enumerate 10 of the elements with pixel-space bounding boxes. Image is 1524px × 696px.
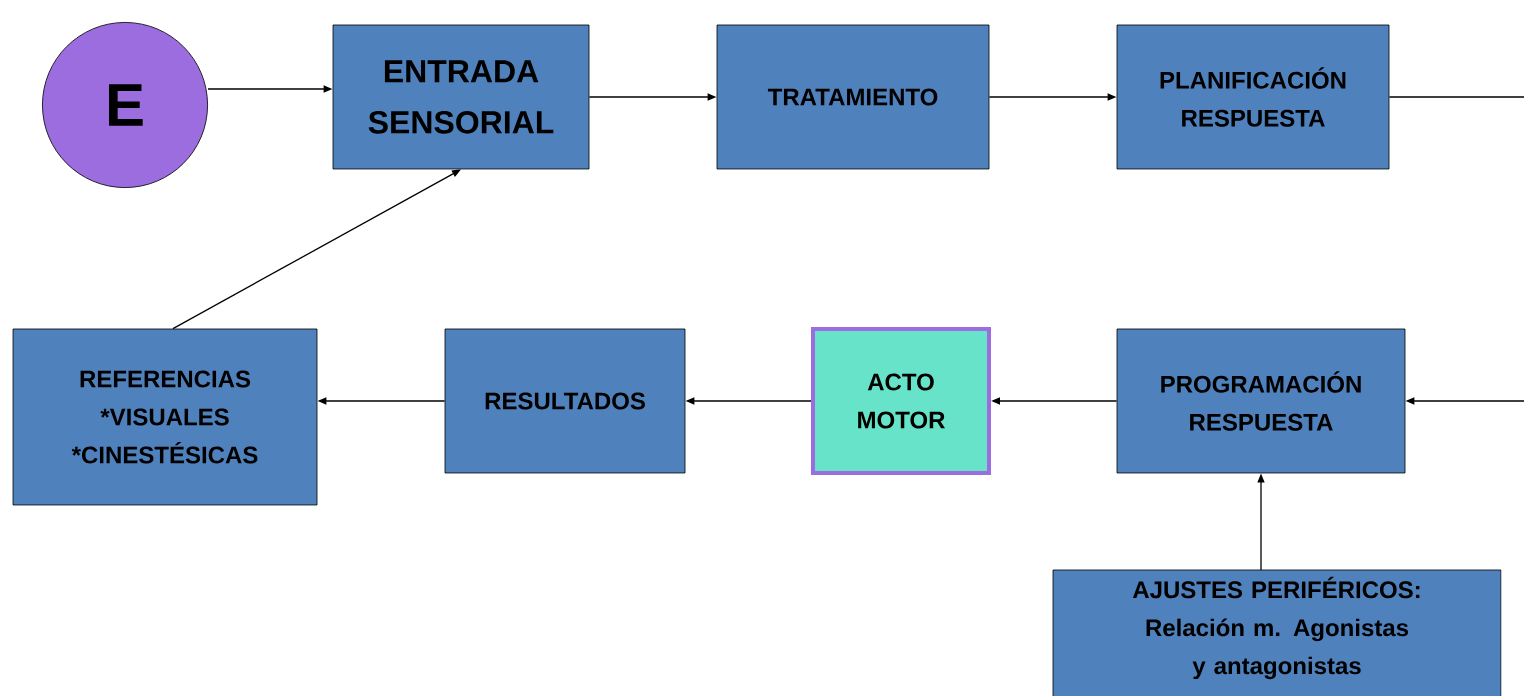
highlighted-box: ACTO MOTOR	[811, 327, 991, 475]
process-box: RESULTADOS	[444, 328, 686, 474]
process-box: AJUSTES PERIFÉRICOS: Relación m. Agonistas y antagonistas	[1052, 569, 1502, 696]
process-box: ENTRADA SENSORIAL	[332, 24, 590, 170]
process-box: PLANIFICACIÓN RESPUESTA	[1116, 24, 1390, 170]
arrow	[1388, 96, 1524, 405]
process-box: PROGRAMACIÓN RESPUESTA	[1116, 328, 1406, 474]
arrow	[172, 169, 461, 330]
process-box: TRATAMIENTO	[716, 24, 990, 170]
process-box: REFERENCIAS *VISUALES *CINESTÉSICAS	[12, 328, 318, 506]
